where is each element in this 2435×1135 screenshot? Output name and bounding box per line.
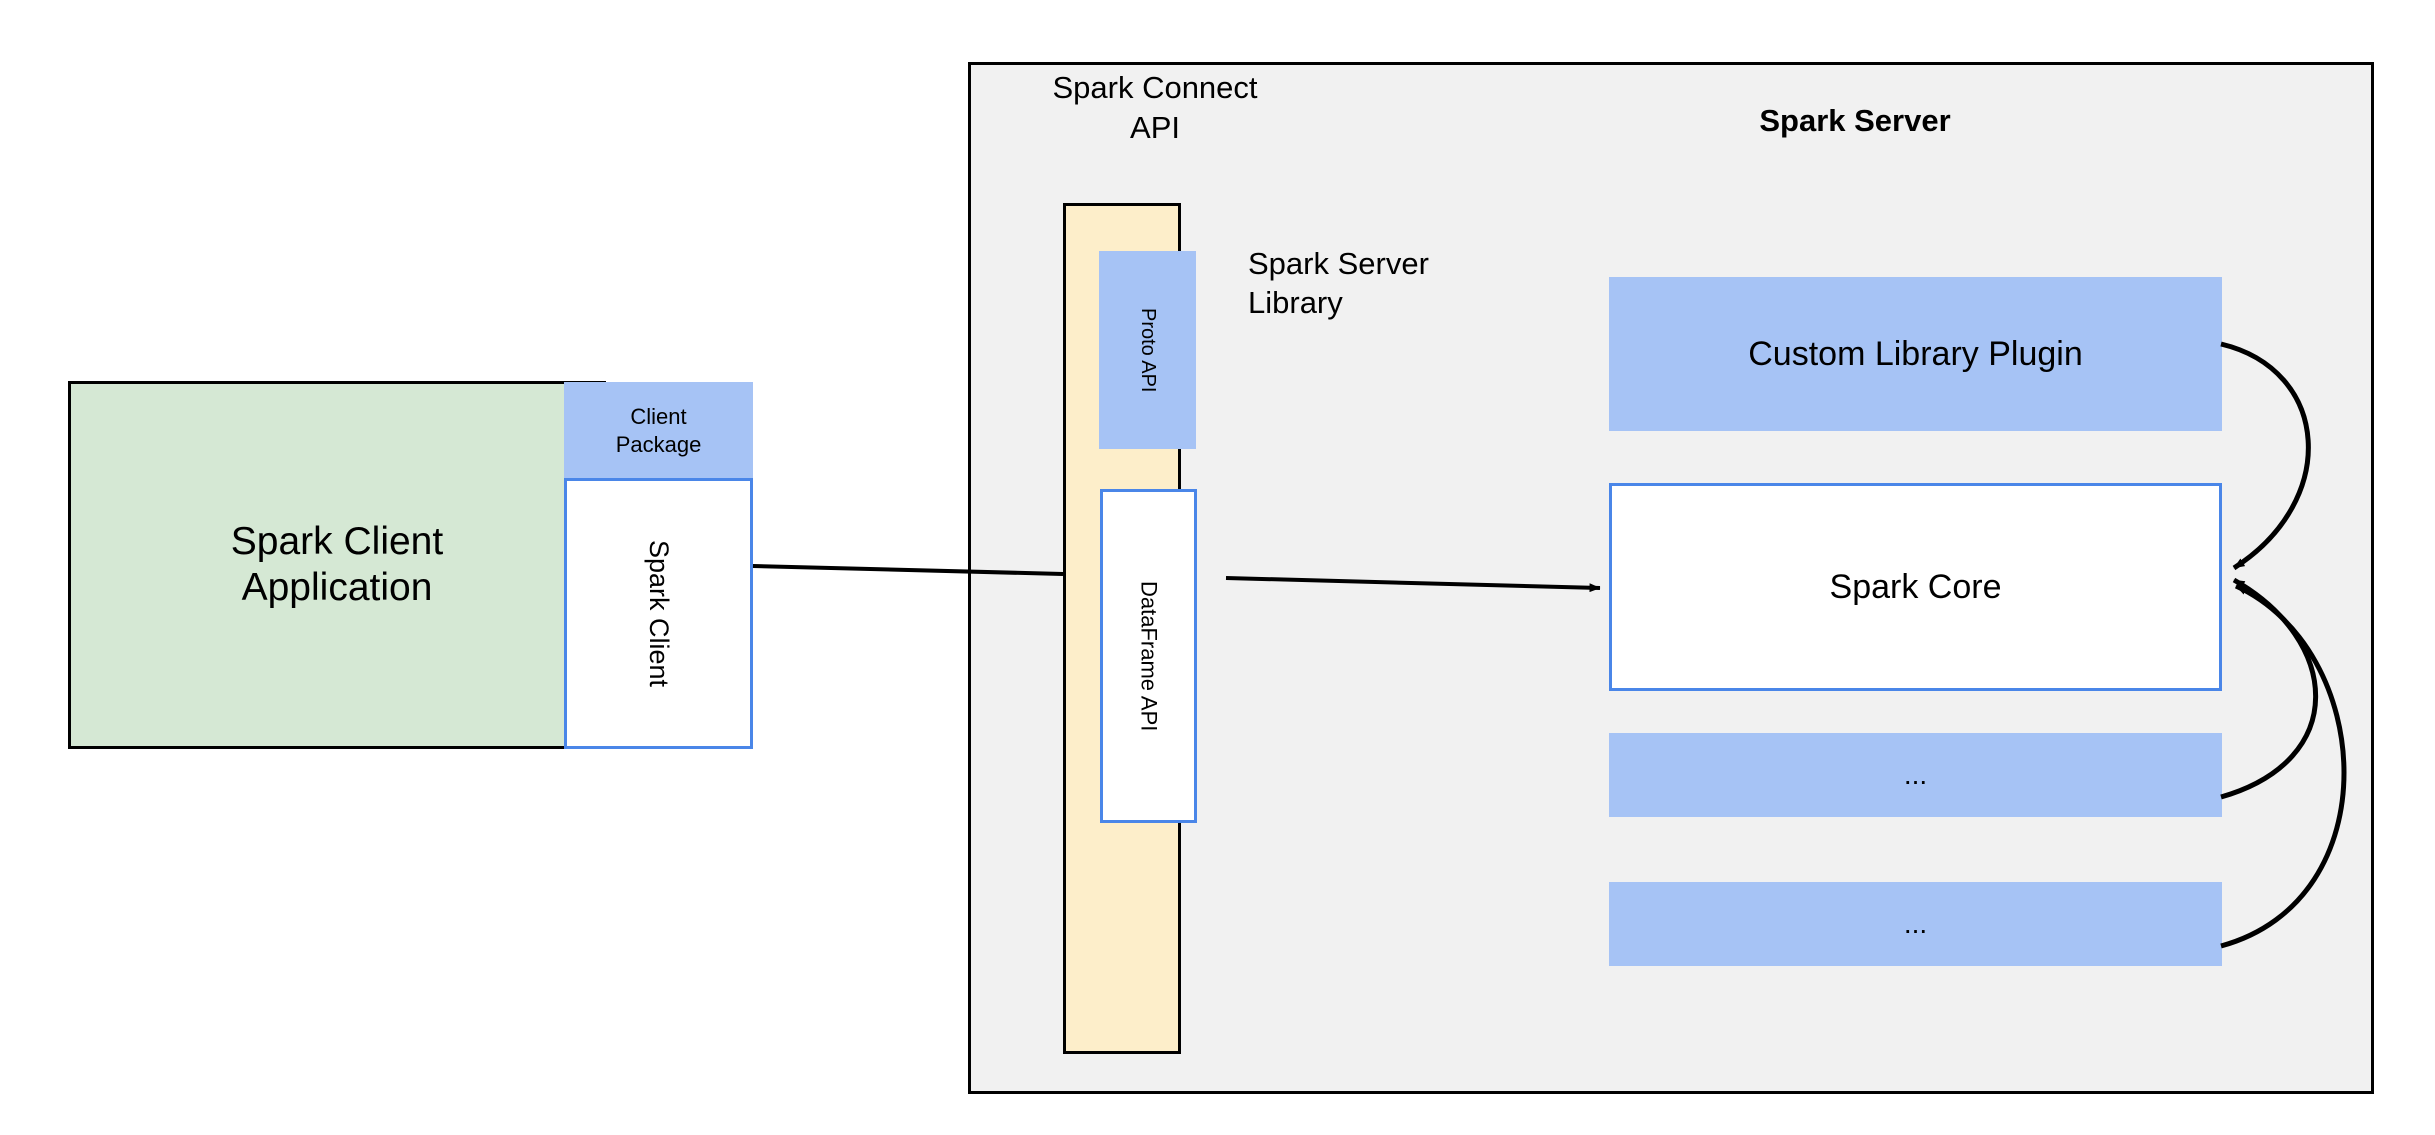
module-ellipsis-2-box[interactable]: ... xyxy=(1609,882,2222,966)
custom-library-plugin-label: Custom Library Plugin xyxy=(1748,334,2083,373)
dataframe-api-box[interactable]: DataFrame API xyxy=(1100,489,1197,823)
spark-core-label: Spark Core xyxy=(1829,567,2002,606)
client-package-label-line1: Client xyxy=(630,404,687,429)
spark-core-box[interactable]: Spark Core xyxy=(1609,483,2222,691)
spark-connect-api-label-line1: Spark Connect xyxy=(1052,70,1258,105)
module-ellipsis-1-label: ... xyxy=(1903,759,1928,790)
spark-server-title: Spark Server xyxy=(1759,103,1951,138)
module-ellipsis-1-box[interactable]: ... xyxy=(1609,733,2222,817)
spark-client-label: Spark Client xyxy=(644,539,674,688)
spark-server-library-label-line2: Library xyxy=(1248,285,1343,321)
client-package-label-line2: Package xyxy=(615,431,702,457)
module-ellipsis-2-label: ... xyxy=(1903,908,1928,939)
proto-api-box[interactable]: Proto API xyxy=(1099,251,1196,449)
spark-client-application-label-line2: Application xyxy=(241,566,433,609)
spark-connect-api-label-line2: API xyxy=(1130,109,1180,145)
spark-client-application-box[interactable]: Spark Client Application xyxy=(68,381,606,749)
client-package-box[interactable]: Client Package xyxy=(564,382,753,479)
proto-api-label: Proto API xyxy=(1137,307,1159,393)
spark-server-library-label-line1: Spark Server xyxy=(1248,246,1429,281)
spark-client-box[interactable]: Spark Client xyxy=(564,478,753,749)
spark-server-library-label: Spark Server Library xyxy=(1248,244,1578,336)
spark-client-application-label-line1: Spark Client xyxy=(230,519,444,563)
dataframe-api-label: DataFrame API xyxy=(1136,580,1162,732)
spark-connect-api-label: Spark Connect API xyxy=(1010,68,1300,158)
custom-library-plugin-box[interactable]: Custom Library Plugin xyxy=(1609,277,2222,431)
